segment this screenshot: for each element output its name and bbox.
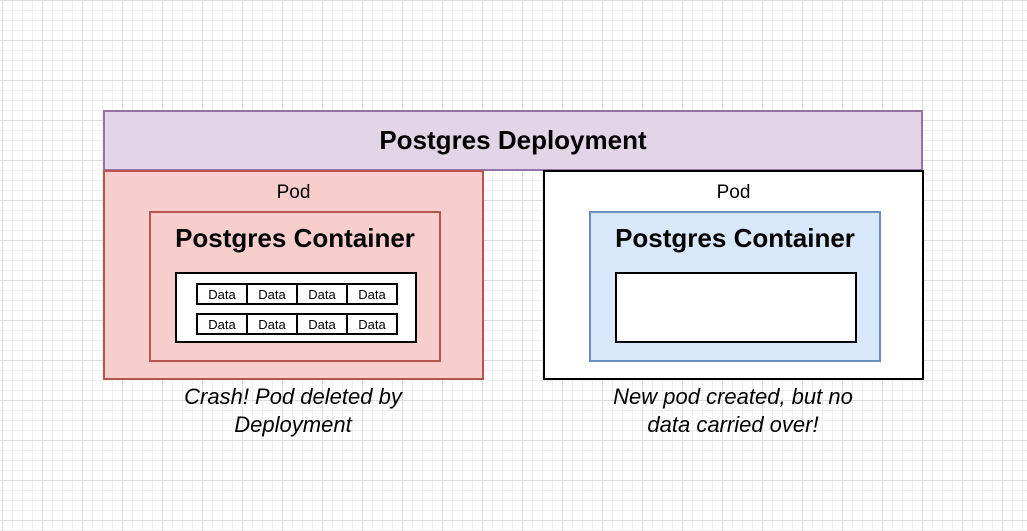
data-cell: Data: [248, 285, 298, 303]
pod-label: Pod: [716, 182, 751, 203]
new-pod-caption: New pod created, but no data carried ove…: [553, 383, 913, 439]
crash-caption: Crash! Pod deleted by Deployment: [113, 383, 473, 439]
caption-line: data carried over!: [647, 412, 819, 437]
data-cell: Data: [248, 315, 298, 333]
caption-line: New pod created, but no: [613, 384, 853, 409]
data-cell: Data: [198, 315, 248, 333]
data-row: Data Data Data Data: [196, 313, 398, 335]
data-cell: Data: [298, 315, 348, 333]
data-storage: Data Data Data Data Data Data Data Data: [175, 272, 417, 343]
caption-line: Crash! Pod deleted by: [184, 384, 402, 409]
crashed-postgres-container: Postgres Container Data Data Data Data D…: [149, 211, 441, 362]
new-postgres-container: Postgres Container: [589, 211, 881, 362]
pod-label: Pod: [276, 182, 311, 203]
data-cell: Data: [358, 286, 386, 302]
data-cell: Data: [198, 285, 248, 303]
empty-data-storage: [615, 272, 857, 343]
caption-line: Deployment: [234, 412, 352, 437]
container-title: Postgres Container: [175, 223, 415, 253]
new-pod: Pod Postgres Container: [543, 170, 924, 380]
container-title: Postgres Container: [615, 223, 855, 253]
deployment-title: Postgres Deployment: [379, 125, 647, 155]
data-cell: Data: [298, 285, 348, 303]
data-row: Data Data Data Data: [196, 283, 398, 305]
deployment-box: Postgres Deployment: [103, 110, 923, 171]
data-cell: Data: [358, 316, 386, 332]
crashed-pod: Pod Postgres Container Data Data Data Da…: [103, 170, 484, 380]
